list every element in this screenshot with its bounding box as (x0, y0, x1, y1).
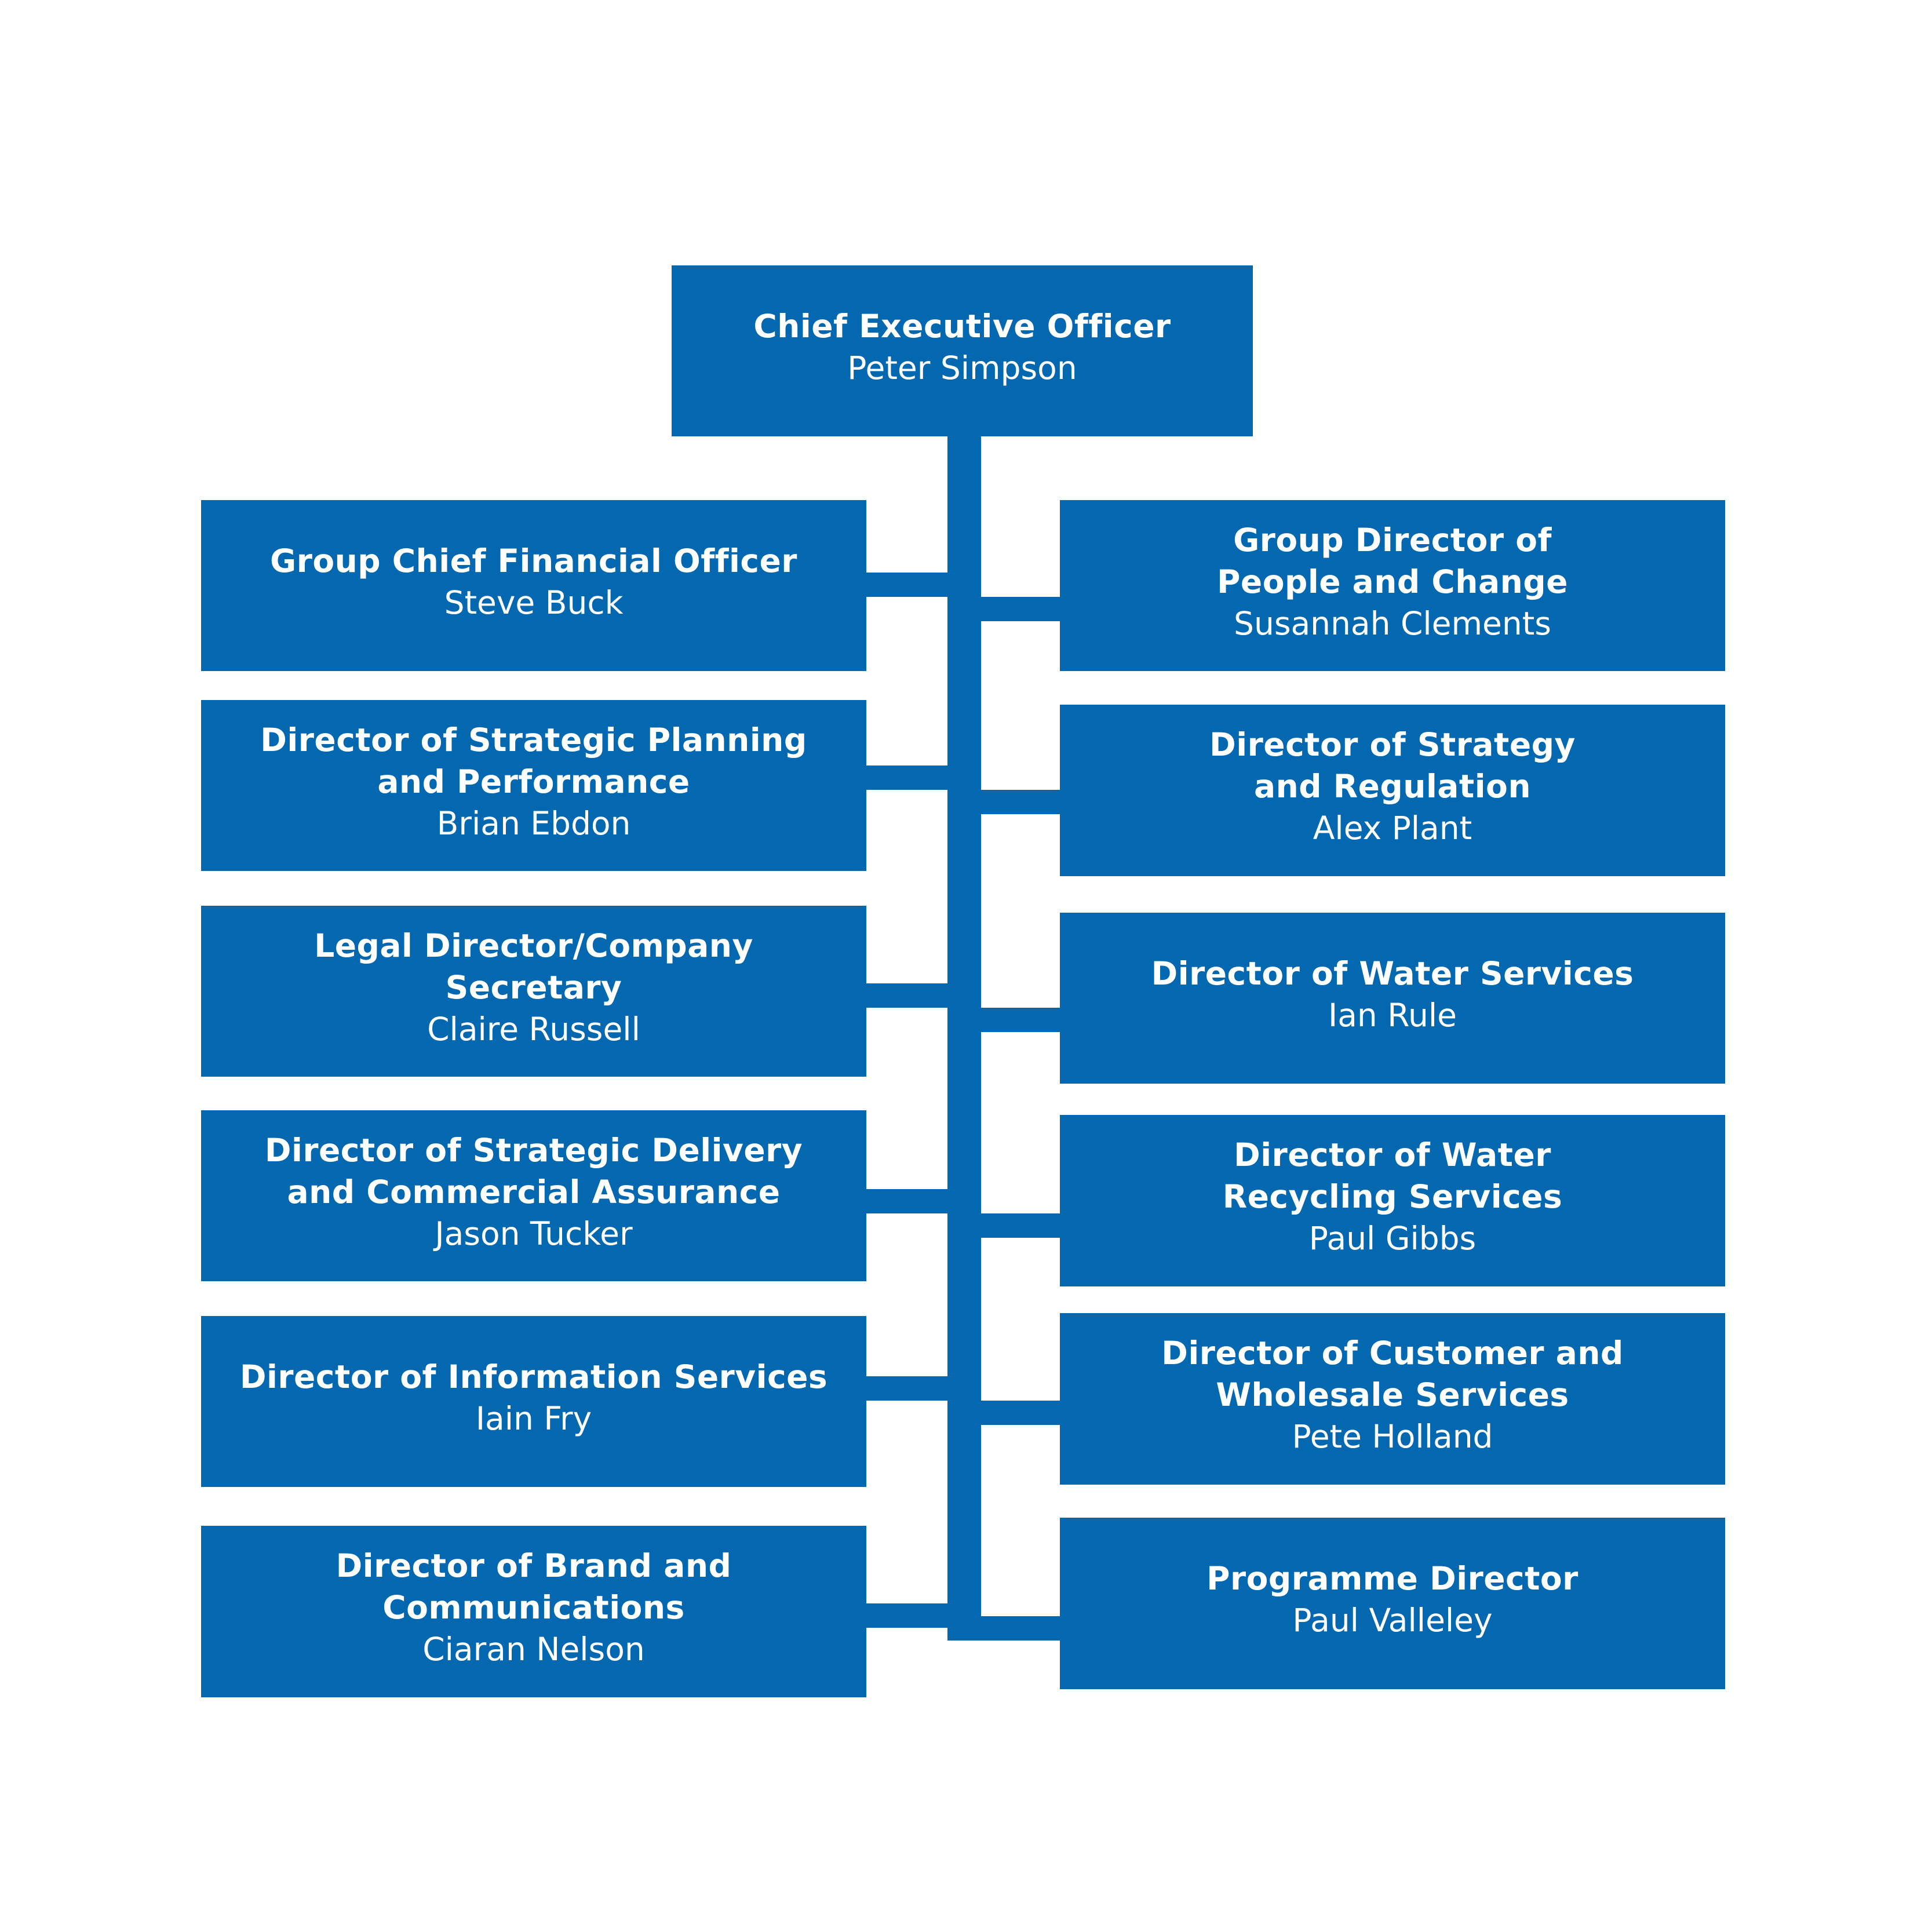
connector-left-5 (866, 1376, 949, 1401)
org-box-programme-director: Programme Director Paul Valleley (1060, 1518, 1725, 1689)
person-name: Claire Russell (427, 1010, 640, 1048)
person-name: Steve Buck (444, 584, 624, 621)
connector-left-2 (866, 765, 949, 790)
role-title: and Performance (377, 763, 690, 800)
person-name: Ciaran Nelson (422, 1631, 645, 1668)
role-title: Director of Brand and (336, 1547, 732, 1584)
role-title: Legal Director/Company (314, 927, 753, 964)
org-box-cfo: Group Chief Financial Officer Steve Buck (201, 500, 866, 671)
role-title: Group Director of (1233, 521, 1552, 559)
person-name: Brian Ebdon (436, 804, 631, 842)
connector-right-5 (980, 1401, 1061, 1425)
person-name: Paul Valleley (1292, 1602, 1493, 1639)
connector-left-3 (866, 983, 949, 1008)
connector-left-4 (866, 1189, 949, 1213)
connector-left-1 (866, 573, 949, 597)
org-box-information-services: Director of Information Services Iain Fr… (201, 1316, 866, 1487)
role-title: Programme Director (1206, 1560, 1579, 1597)
org-box-legal: Legal Director/Company Secretary Claire … (201, 906, 866, 1077)
role-title: Wholesale Services (1216, 1376, 1569, 1413)
org-box-strategic-delivery: Director of Strategic Delivery and Comme… (201, 1110, 866, 1281)
org-box-strategy-regulation: Director of Strategy and Regulation Alex… (1060, 705, 1725, 876)
org-box-customer-wholesale: Director of Customer and Wholesale Servi… (1060, 1313, 1725, 1485)
org-box-strategic-planning: Director of Strategic Planning and Perfo… (201, 700, 866, 871)
role-title: and Regulation (1253, 768, 1532, 805)
person-name: Iain Fry (475, 1399, 592, 1437)
role-title: People and Change (1217, 563, 1568, 600)
connector-right-2 (980, 790, 1061, 814)
role-title: Group Chief Financial Officer (270, 542, 797, 579)
connector-right-6 (980, 1616, 1061, 1641)
org-box-water-recycling: Director of Water Recycling Services Pau… (1060, 1115, 1725, 1286)
org-box-water-services: Director of Water Services Ian Rule (1060, 913, 1725, 1084)
person-name: Ian Rule (1328, 996, 1457, 1034)
org-box-people-change: Group Director of People and Change Susa… (1060, 500, 1725, 671)
role-title: Director of Customer and (1161, 1335, 1624, 1372)
connector-right-4 (980, 1213, 1061, 1238)
role-title: Director of Strategic Planning (260, 721, 807, 759)
role-title: Director of Water Services (1151, 954, 1634, 992)
person-name: Pete Holland (1292, 1418, 1493, 1455)
role-title: Director of Water (1234, 1136, 1551, 1173)
person-name: Peter Simpson (847, 349, 1077, 387)
person-name: Alex Plant (1313, 810, 1472, 847)
spine-connector (947, 436, 981, 1641)
person-name: Susannah Clements (1234, 604, 1551, 642)
org-box-brand-communications: Director of Brand and Communications Cia… (201, 1526, 866, 1697)
role-title: and Commercial Assurance (287, 1173, 781, 1211)
connector-left-6 (866, 1603, 949, 1628)
role-title: Recycling Services (1222, 1178, 1563, 1215)
connector-right-3 (980, 1008, 1061, 1032)
person-name: Jason Tucker (435, 1215, 633, 1252)
role-title: Director of Strategic Delivery (264, 1131, 803, 1169)
connector-right-1 (980, 597, 1061, 621)
role-title: Secretary (445, 968, 622, 1006)
role-title: Director of Strategy (1209, 726, 1576, 763)
ceo-box: Chief Executive Officer Peter Simpson (672, 265, 1253, 436)
role-title: Chief Executive Officer (753, 307, 1171, 345)
person-name: Paul Gibbs (1308, 1220, 1477, 1257)
role-title: Director of Information Services (239, 1358, 828, 1395)
role-title: Communications (382, 1589, 685, 1626)
